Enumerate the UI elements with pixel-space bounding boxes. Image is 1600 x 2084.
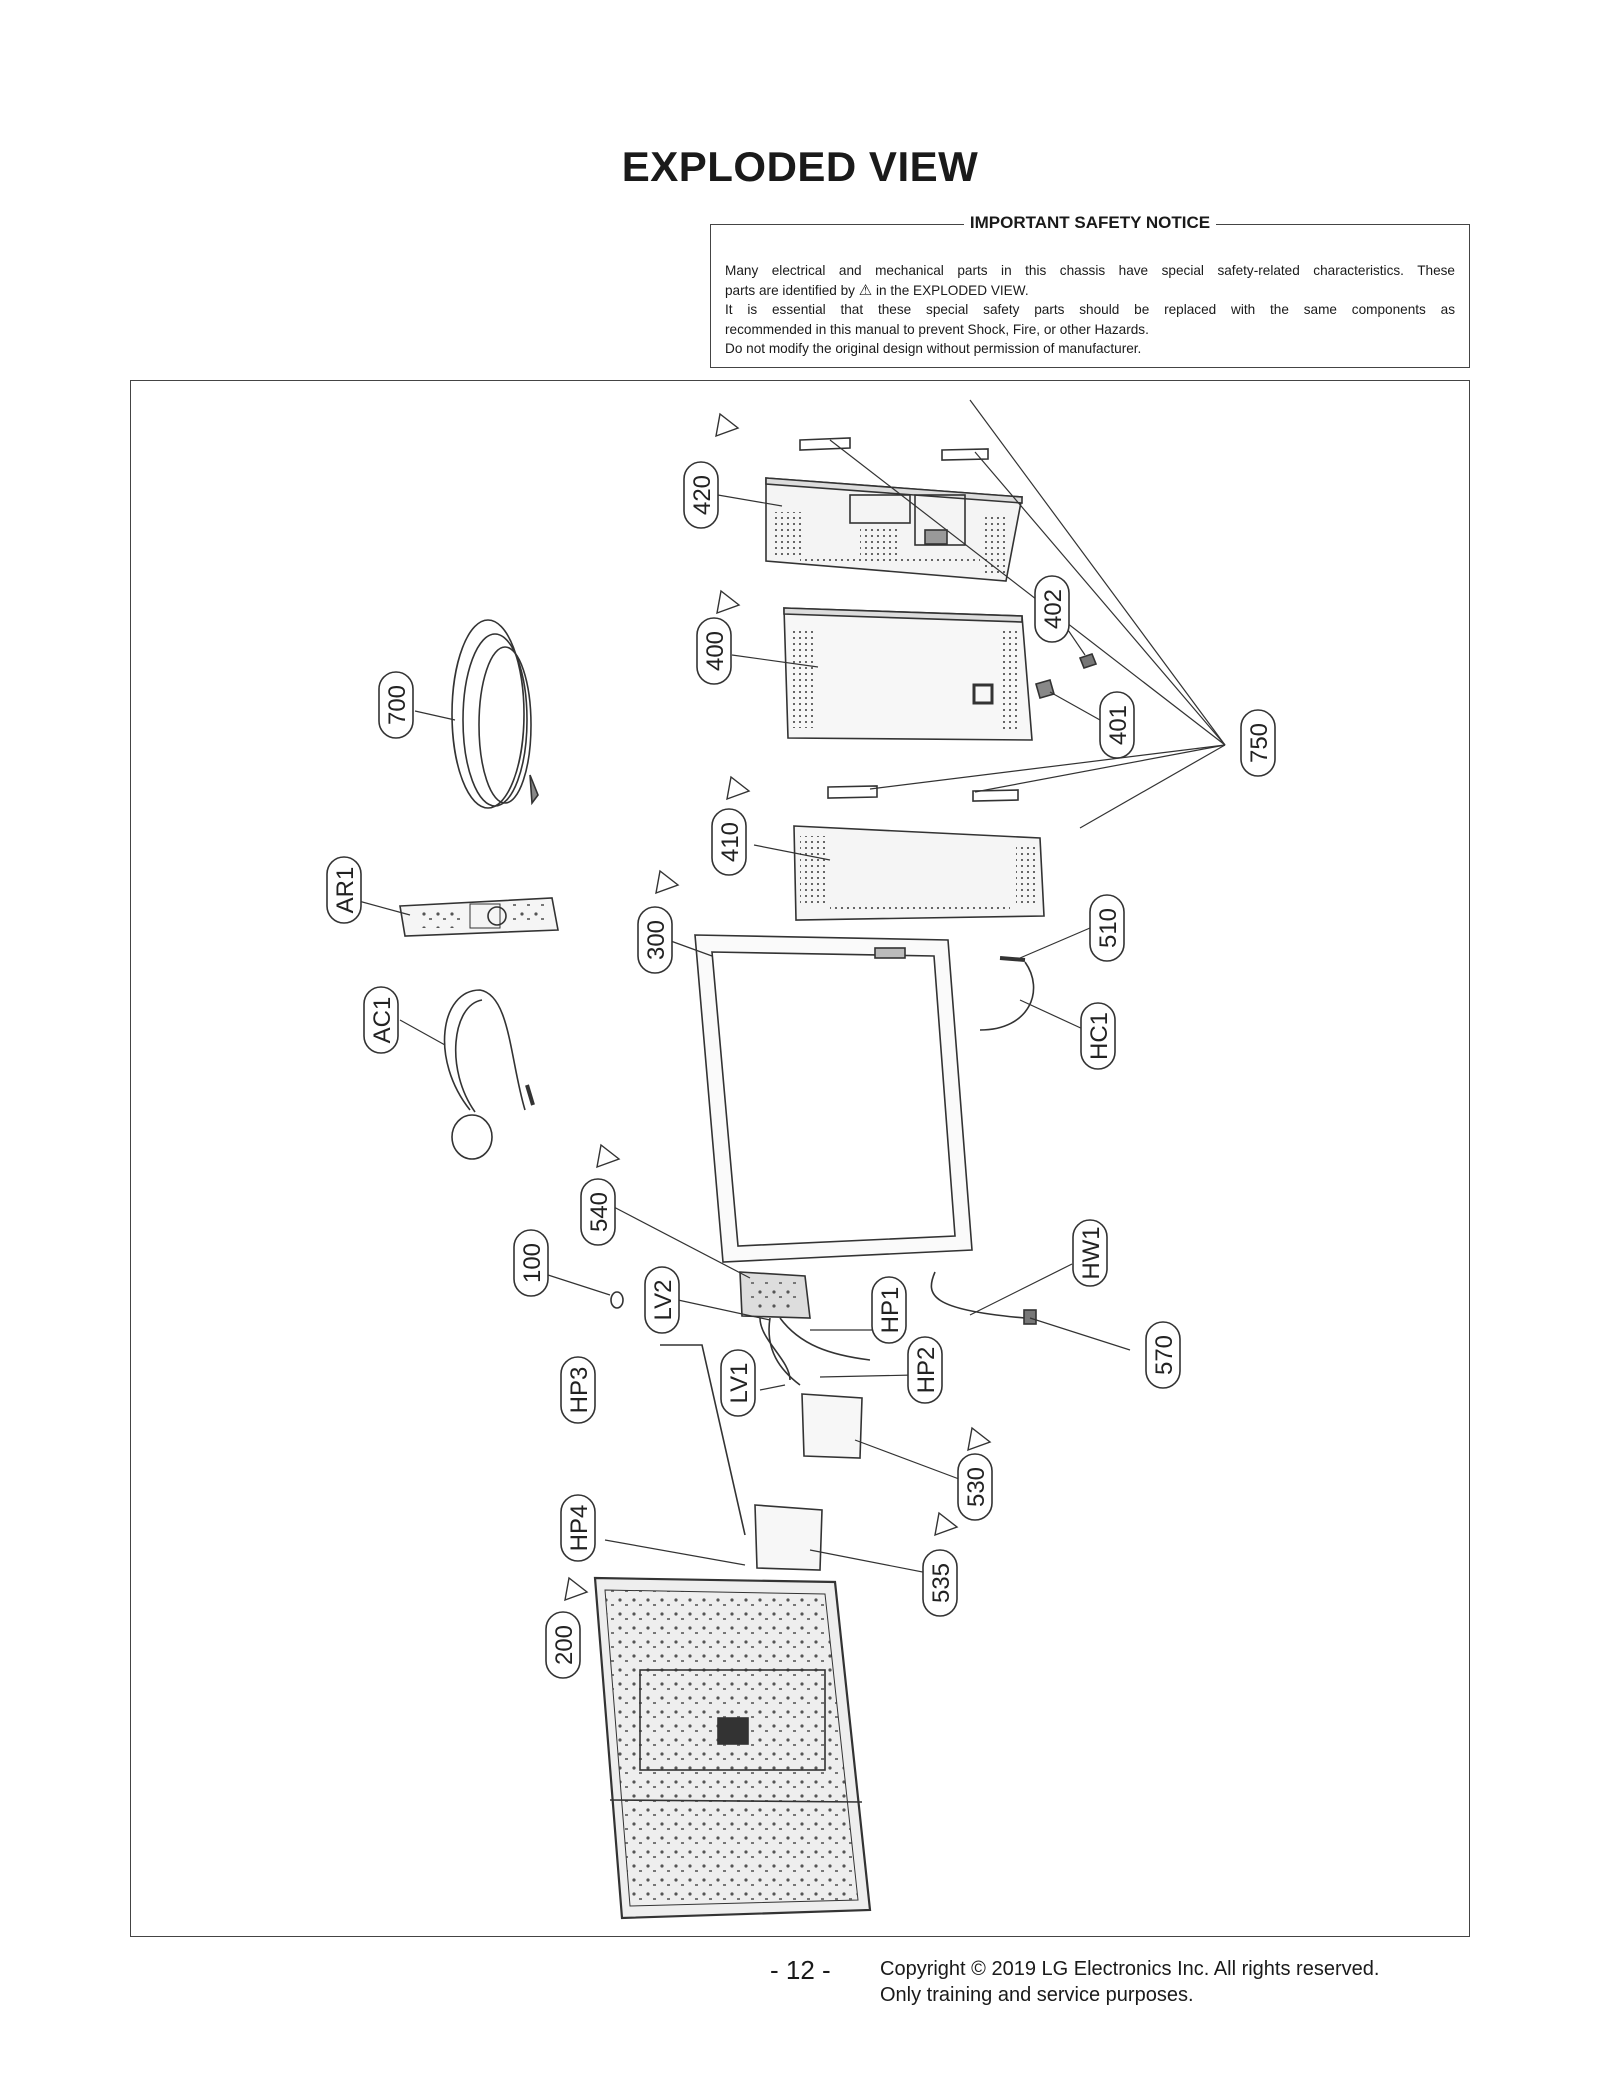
board-530	[801, 1393, 863, 1459]
svg-text:HP2: HP2	[913, 1347, 940, 1394]
svg-text:AC1: AC1	[369, 997, 396, 1044]
svg-text:HC1: HC1	[1086, 1012, 1113, 1060]
svg-text:LV2: LV2	[650, 1280, 677, 1321]
svg-text:420: 420	[689, 475, 716, 515]
cable-hw1	[930, 1271, 1037, 1325]
safety-notice-box: IMPORTANT SAFETY NOTICE Many electrical …	[710, 213, 1470, 368]
svg-text:401: 401	[1105, 705, 1132, 745]
callout-200: 200	[545, 1611, 581, 1679]
callout-402: 402	[1034, 575, 1070, 643]
callout-hp2: HP2	[907, 1336, 943, 1404]
cable-hp3	[660, 1344, 746, 1536]
callout-ar1: AR1	[326, 856, 362, 924]
svg-text:HP4: HP4	[566, 1505, 593, 1552]
part-402	[1078, 653, 1098, 669]
display-panel-200	[593, 1576, 872, 1920]
svg-text:510: 510	[1095, 908, 1122, 948]
callout-lv1: LV1	[720, 1349, 756, 1417]
svg-text:LV1: LV1	[726, 1363, 753, 1404]
callout-300: 300	[637, 906, 673, 974]
diagram-frame	[130, 380, 1470, 1937]
main-board-540	[739, 1271, 871, 1386]
cable-hc1	[979, 956, 1035, 1031]
warning-triangle-icon	[967, 1426, 992, 1452]
callout-410: 410	[711, 808, 747, 876]
board-535	[754, 1504, 823, 1571]
svg-text:HP3: HP3	[566, 1367, 593, 1414]
notice-line-1: Many electrical and mechanical parts in …	[725, 263, 1455, 278]
callout-700: 700	[378, 671, 414, 739]
callout-750: 750	[1240, 709, 1276, 777]
warning-triangle-icon: ⚠	[858, 281, 873, 299]
warning-triangle-icon	[726, 775, 751, 801]
svg-text:402: 402	[1040, 589, 1067, 629]
notice-line-4: recommended in this manual to prevent Sh…	[725, 321, 1149, 337]
svg-text:400: 400	[702, 631, 729, 671]
warning-triangle-icon	[564, 1576, 589, 1602]
callout-lv2: LV2	[644, 1266, 680, 1334]
svg-text:AR1: AR1	[332, 867, 359, 914]
warning-triangle-icon	[715, 412, 740, 438]
svg-text:200: 200	[551, 1625, 578, 1665]
callout-hp1: HP1	[871, 1276, 907, 1344]
callout-570: 570	[1145, 1321, 1181, 1389]
warning-triangle-icon	[934, 1511, 959, 1537]
back-cover-420	[765, 477, 1023, 582]
safety-notice-heading: IMPORTANT SAFETY NOTICE	[963, 213, 1217, 232]
svg-text:700: 700	[384, 685, 411, 725]
svg-text:570: 570	[1151, 1335, 1178, 1375]
page-number: - 12 -	[770, 1955, 831, 1985]
svg-text:HP1: HP1	[877, 1287, 904, 1334]
warning-triangles	[564, 412, 992, 1602]
warning-triangle-icon	[655, 869, 680, 895]
callout-540: 540	[580, 1178, 616, 1246]
svg-text:530: 530	[963, 1467, 990, 1507]
leader-lines	[354, 399, 1226, 1576]
middle-frame-300	[694, 934, 973, 1263]
copyright-notice: Copyright © 2019 LG Electronics Inc. All…	[880, 1956, 1379, 2008]
ir-receiver-ac1	[443, 989, 535, 1160]
callout-401: 401	[1099, 691, 1135, 759]
svg-text:100: 100	[519, 1243, 546, 1283]
power-cord-700	[451, 619, 539, 809]
notice-line-3: It is essential that these special safet…	[725, 302, 1455, 317]
part-100	[610, 1291, 624, 1309]
warning-triangle-icon	[716, 589, 741, 615]
svg-text:750: 750	[1246, 723, 1273, 763]
remote-ar1	[399, 897, 559, 937]
bracket-clips-750	[799, 437, 1019, 802]
callout-535: 535	[922, 1549, 958, 1617]
callout-hc1: HC1	[1080, 1002, 1116, 1070]
notice-line-2: parts are identified by ⚠ in the EXPLODE…	[725, 281, 1029, 299]
rear-cover-400	[783, 607, 1033, 741]
safety-notice-body: Many electrical and mechanical parts in …	[725, 261, 1455, 359]
copyright-line-1: Copyright © 2019 LG Electronics Inc. All…	[880, 1958, 1380, 1980]
callout-labels: 420 400 402 401 750 700 410 AR1 300 510 …	[326, 461, 1276, 1679]
page-title: EXPLODED VIEW	[621, 143, 979, 190]
callout-ac1: AC1	[363, 986, 399, 1054]
svg-text:535: 535	[928, 1563, 955, 1603]
part-401	[1035, 679, 1055, 699]
warning-triangle-icon	[596, 1143, 621, 1169]
svg-text:410: 410	[717, 822, 744, 862]
callout-hp3: HP3	[560, 1356, 596, 1424]
callout-530: 530	[957, 1453, 993, 1521]
svg-text:300: 300	[643, 920, 670, 960]
cover-410	[793, 825, 1045, 921]
notice-line-5: Do not modify the original design withou…	[725, 341, 1142, 356]
svg-text:HW1: HW1	[1078, 1226, 1105, 1279]
callout-hw1: HW1	[1072, 1219, 1108, 1287]
callout-420: 420	[683, 461, 719, 529]
callout-100: 100	[513, 1229, 549, 1297]
callout-510: 510	[1089, 894, 1125, 962]
callout-400: 400	[696, 617, 732, 685]
svg-text:540: 540	[586, 1192, 613, 1232]
copyright-line-2: Only training and service purposes.	[880, 1984, 1194, 2006]
callout-hp4: HP4	[560, 1494, 596, 1562]
